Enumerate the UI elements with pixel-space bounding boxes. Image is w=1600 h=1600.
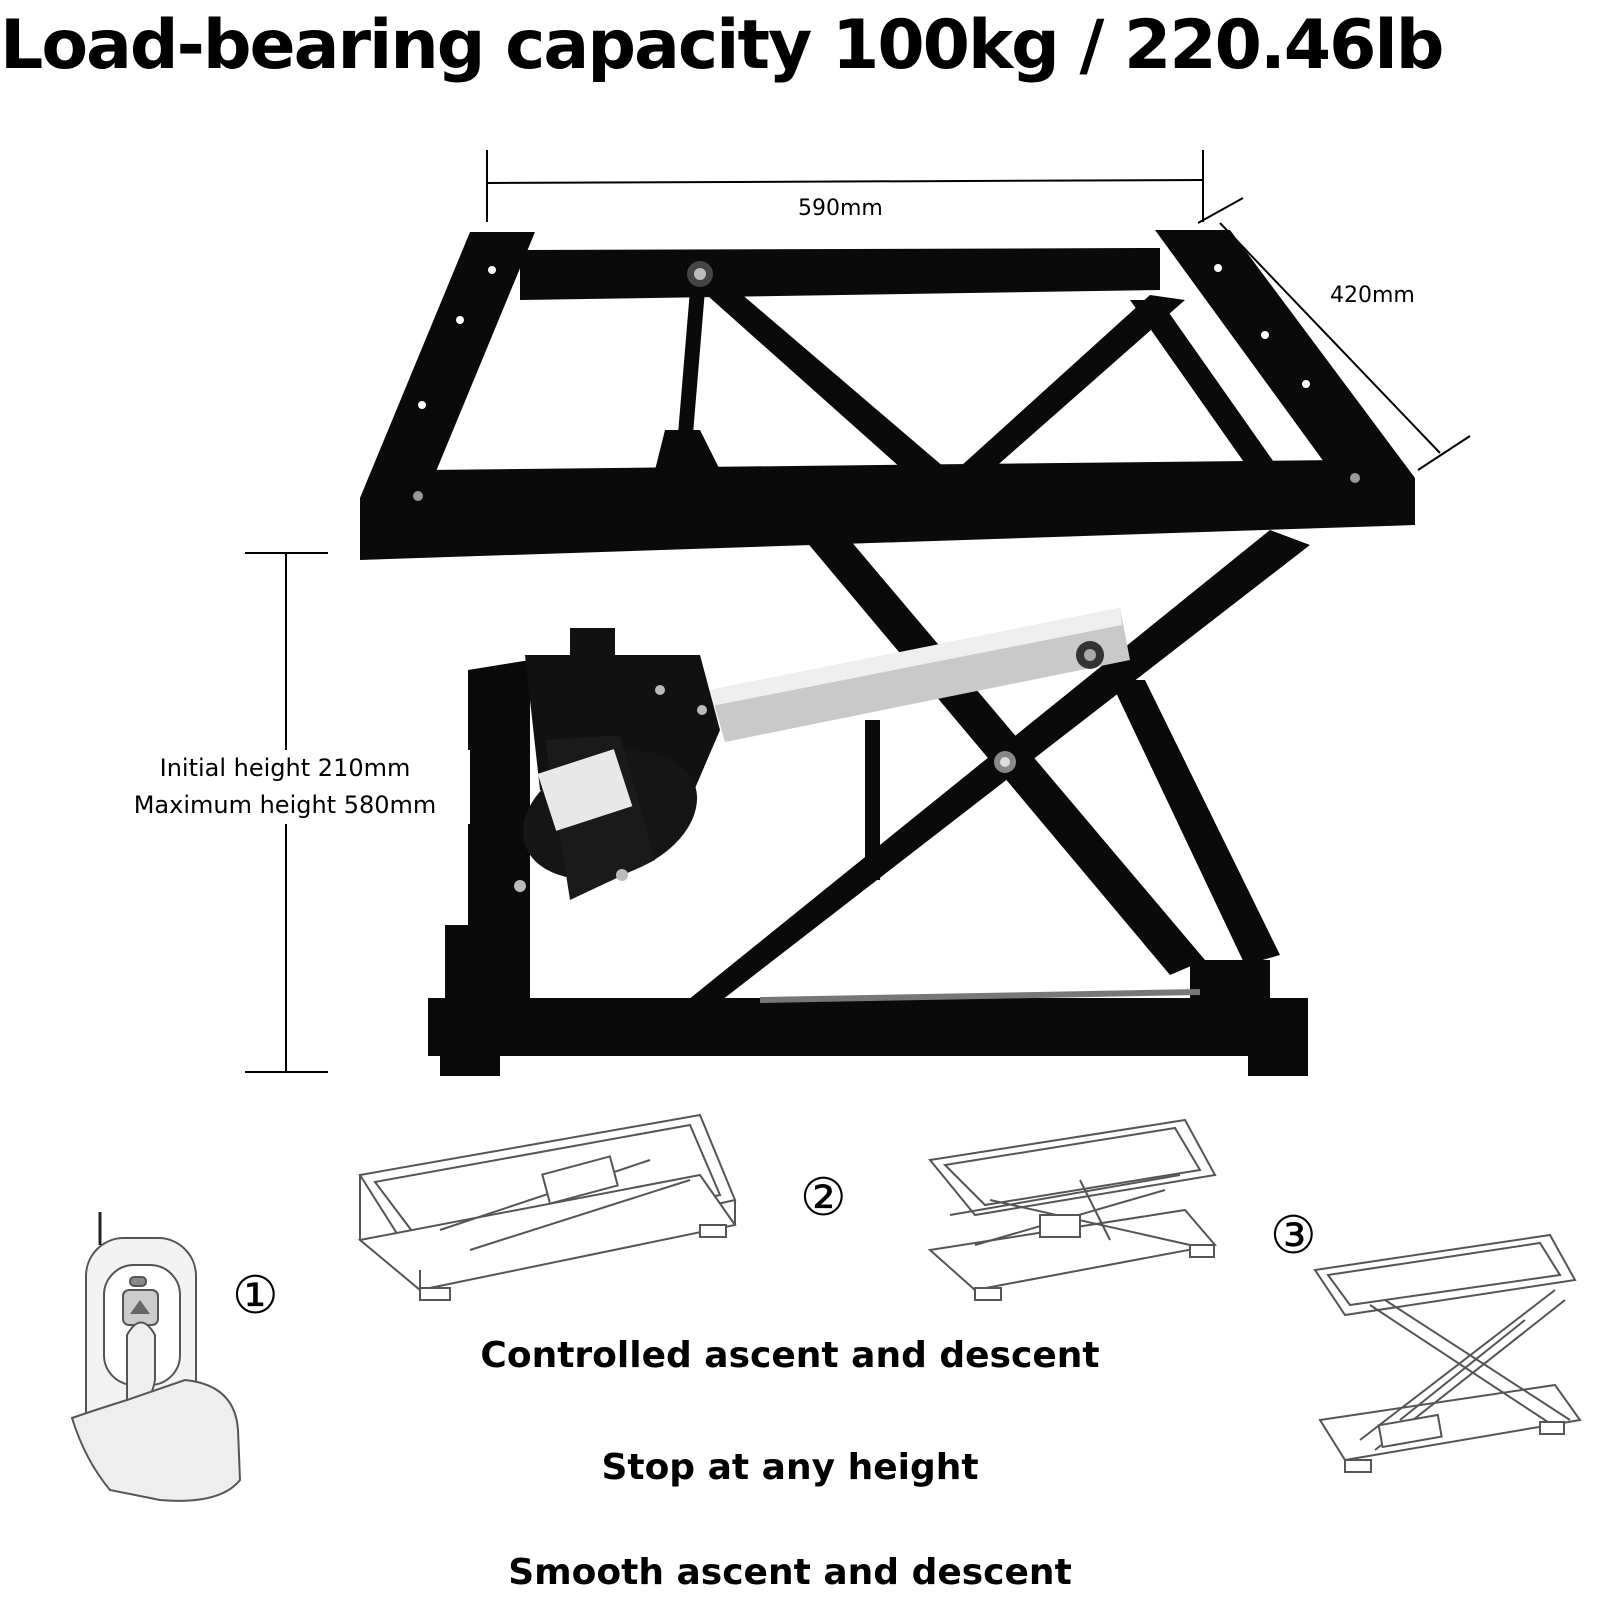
width-dimension-line — [486, 150, 1204, 222]
feature-smooth-ascent: Smooth ascent and descent — [508, 1552, 1072, 1593]
step-3-marker: ③ — [1270, 1206, 1317, 1266]
lift-frame — [360, 230, 1415, 1076]
remote-hand-illustration — [70, 1212, 242, 1502]
width-dimension-label: 590mm — [798, 196, 883, 221]
depth-dimension-line — [1197, 197, 1471, 471]
headline-load-capacity: Load-bearing capacity 100kg / 220.46lb — [0, 6, 1444, 85]
feature-stop-any-height: Stop at any height — [601, 1447, 979, 1488]
lift-lowered-illustration — [357, 1113, 737, 1301]
lift-mid-illustration — [927, 1118, 1217, 1301]
lift-raised-illustration — [1313, 1233, 1582, 1473]
maximum-height-text: Maximum height 580mm — [133, 791, 437, 819]
step-2-marker: ② — [800, 1168, 847, 1228]
depth-dimension-label: 420mm — [1330, 283, 1415, 308]
height-dimension-label: Initial height 210mm Maximum height 580m… — [100, 750, 470, 824]
initial-height-text: Initial height 210mm — [159, 754, 411, 782]
feature-controlled-ascent: Controlled ascent and descent — [480, 1335, 1100, 1376]
step-1-marker: ① — [232, 1266, 279, 1326]
